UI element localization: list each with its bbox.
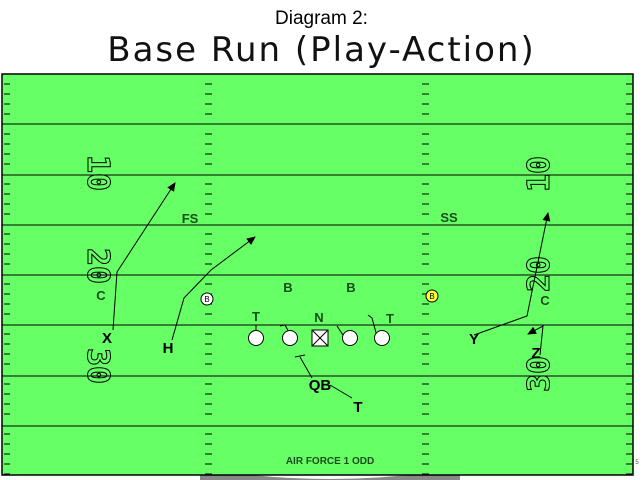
yard-number-left-30: 30 [80,348,115,384]
yard-number-right-20: 20 [522,256,557,292]
x-route [112,182,176,331]
lineman [374,330,390,346]
linebacker-2: B [346,280,355,295]
yard-number-right-30: 30 [522,356,557,392]
hash-marks [4,73,632,475]
tackle-block [367,314,379,341]
free-safety: FS [182,211,199,226]
blitz-right-label: B [429,292,434,301]
tackle-left: T [252,309,260,324]
lineman [282,330,298,346]
tailback: T [353,399,362,416]
lineman [342,330,358,346]
corner-right: C [540,293,550,308]
blitz-left-marker [200,292,214,306]
yard-number-left-20: 20 [80,248,115,284]
strong-safety: SS [440,210,458,225]
nose-tackle: N [314,310,323,325]
blitz-right-marker [425,289,439,303]
routes [112,182,551,399]
corner-left: C [96,288,106,303]
page-number: 5 [635,460,639,466]
h-route [171,236,256,341]
yard-number-left-10: 10 [80,155,115,191]
yard-number-right-10: 10 [522,156,557,192]
blitz-left-label: B [204,295,209,304]
yard-lines [2,123,633,427]
receiver-h: H [163,340,174,357]
tackle-right: T [386,311,394,326]
receiver-y: Y [469,331,479,348]
receiver-z: Z [531,345,540,362]
y-route [473,212,551,336]
page-title: Base Run (Play-Action) [107,30,536,70]
offensive-line [248,329,390,347]
tailback-path [329,384,353,399]
slide-shadow [200,468,460,480]
diagram-number: Diagram 2: [275,8,368,29]
center-x [311,329,329,347]
quarterback: QB [309,377,332,394]
formation-label: AIR FORCE 1 ODD [286,456,374,467]
receiver-x: X [102,330,112,347]
qb-path [299,356,313,379]
lineman [248,330,264,346]
qb-block [294,354,306,358]
z-route [527,325,544,356]
linebacker-1: B [283,280,292,295]
